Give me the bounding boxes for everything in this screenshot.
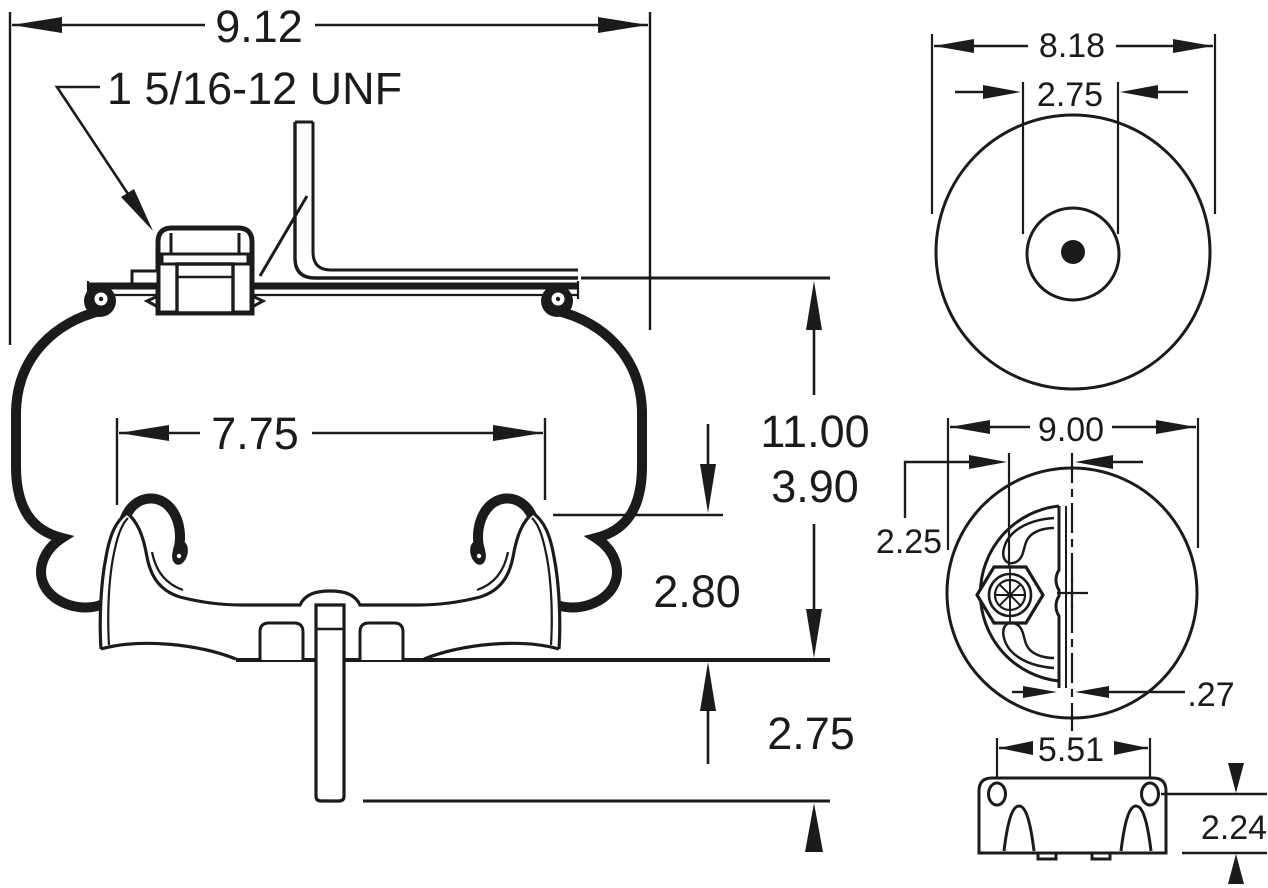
center-boss-circle [1025, 206, 1121, 302]
arrowhead-left-icon [950, 420, 990, 434]
piston [98, 510, 562, 803]
mounting-bracket [258, 120, 578, 280]
center-cross-icon [1057, 579, 1088, 608]
dim-label-upper-section: 3.90 [771, 461, 859, 512]
top-view: 8.18 2.75 [930, 27, 1217, 391]
dim-label-stud-length: 2.75 [767, 708, 855, 759]
arrowhead-left-icon [1120, 85, 1158, 99]
dim-stud-length: 2.75 [700, 662, 855, 852]
bead-plate-circle [934, 113, 1212, 391]
dim-center-boss-diameter: 2.75 [955, 76, 1188, 234]
dim-overall-width: 9.12 [8, 1, 652, 345]
dim-hole-spacing: 5.51 [995, 731, 1152, 786]
bottom-view: 9.00 2.25 .27 [876, 411, 1235, 731]
arrowhead-left-icon [12, 17, 62, 33]
arrowhead-left-icon [1075, 686, 1109, 698]
arrowhead-right-icon [1114, 741, 1148, 755]
dim-label-overall-height: 11.00 [760, 406, 869, 457]
dim-bracket-height: 2.24 [1161, 763, 1267, 884]
arrowhead-right-icon [1156, 420, 1196, 434]
dim-piston-diameter: 7.75 [115, 408, 547, 505]
dim-label-fitting-offset: 2.25 [876, 523, 942, 561]
arrowhead-right-icon [493, 425, 543, 441]
side-view: 9.12 1 5/16-12 UNF [8, 1, 870, 852]
dim-upper-section: 3.90 [700, 424, 859, 513]
arrowhead-up-icon [806, 281, 822, 330]
arrowhead-up-icon [1228, 854, 1244, 884]
mounting-stud [314, 603, 346, 803]
arrowhead-down-icon [700, 464, 716, 513]
arrowhead-right-icon [1023, 686, 1057, 698]
dim-overall-height: 11.00 [760, 281, 870, 658]
arrowhead-right-icon [983, 85, 1021, 99]
dim-label-bead-plate-diameter: 8.18 [1039, 27, 1105, 65]
air-fitting [130, 225, 267, 316]
arrowhead-left-icon [1075, 455, 1113, 469]
dim-label-piston-diameter: 7.75 [211, 408, 299, 459]
arrowhead-left-icon [119, 425, 169, 441]
arrowhead-up-icon [805, 803, 823, 852]
dim-label-hole-spacing: 5.51 [1038, 731, 1104, 769]
arrowhead-down-icon [806, 609, 822, 658]
bracket-body [977, 776, 1168, 861]
dim-label-piston-base-diameter: 9.00 [1038, 411, 1104, 449]
dim-piston-base-diameter: 9.00 [946, 411, 1200, 550]
hex-nut-fitting [975, 565, 1045, 625]
piston-slot-left [258, 621, 305, 660]
dim-fitting-offset: 2.25 [876, 455, 1143, 561]
air-inlet-dot-icon [1061, 240, 1085, 264]
bracket-hole-left [987, 781, 1007, 807]
arrowhead-right-icon [598, 17, 648, 33]
bracket-hole-right [1140, 781, 1160, 807]
thread-callout: 1 5/16-12 UNF [54, 63, 402, 231]
bellows-clamp-right-icon [470, 541, 486, 565]
thread-callout-label: 1 5/16-12 UNF [107, 63, 402, 114]
dim-bead-plate-diameter: 8.18 [930, 27, 1217, 214]
dim-bracket-face-offset: .27 [1012, 676, 1235, 714]
arrowhead-right-icon [1173, 39, 1213, 53]
arrowhead-left-icon [999, 741, 1033, 755]
bellows-clamp-left-icon [172, 541, 188, 565]
arrowhead-right-icon [969, 455, 1007, 469]
nut-spokes-icon [996, 581, 1024, 609]
dim-label-overall-width: 9.12 [215, 1, 303, 52]
dim-label-center-boss-diameter: 2.75 [1037, 76, 1103, 114]
dim-label-piston-section: 2.80 [653, 566, 741, 617]
bracket-view: 5.51 2.24 [977, 731, 1267, 884]
bellows [11, 306, 647, 613]
dim-label-bracket-height: 2.24 [1201, 809, 1267, 847]
dim-label-bracket-face-offset: .27 [1187, 676, 1234, 714]
arrowhead-up-icon [700, 662, 716, 711]
arrowhead-down-icon [1228, 763, 1244, 793]
piston-slot-right [358, 621, 405, 660]
arrowhead-left-icon [934, 39, 974, 53]
leader-arrowhead-icon [121, 189, 153, 231]
